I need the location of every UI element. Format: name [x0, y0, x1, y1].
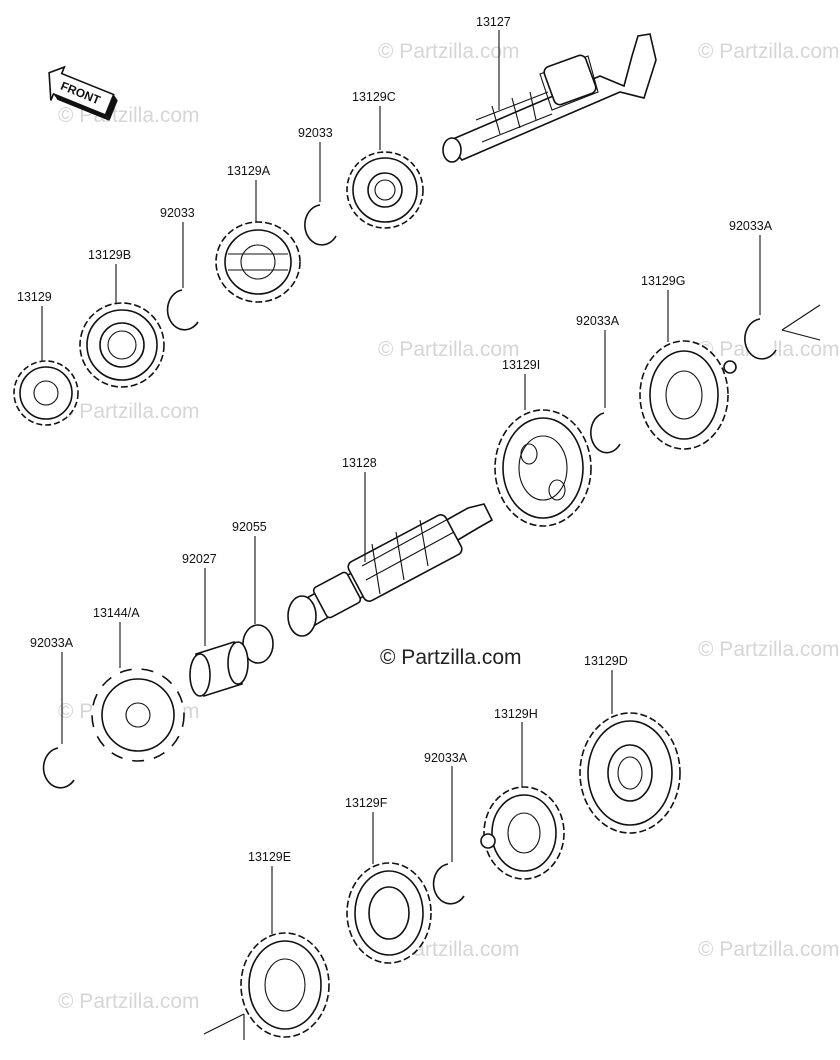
sprocket-13144A	[91, 668, 185, 762]
shaft-13127	[442, 33, 657, 163]
part-label-13128[interactable]: 13128	[342, 456, 377, 470]
shaft-13128	[287, 503, 494, 637]
gear-13129B	[79, 302, 165, 388]
part-label-13129C[interactable]: 13129C	[352, 90, 396, 104]
part-label-92033[interactable]: 92033	[298, 126, 333, 140]
circlip-92033A-right	[744, 318, 777, 360]
part-label-13127[interactable]: 13127	[476, 15, 511, 29]
part-label-92033A[interactable]: 92033A	[576, 314, 620, 328]
part-label-92033A[interactable]: 92033A	[424, 751, 468, 765]
circlip-92033A-low	[432, 863, 465, 905]
watermark: © Partzilla.com	[698, 938, 840, 961]
circlip-92033-top	[304, 204, 337, 246]
circlip-92033-mid	[166, 289, 199, 331]
part-label-13129F[interactable]: 13129F	[345, 796, 388, 810]
part-label-92033A[interactable]: 92033A	[729, 219, 773, 233]
watermark: © Partzilla.com	[378, 338, 520, 361]
leader-lines	[41, 30, 761, 934]
gear-13129I	[494, 409, 592, 527]
part-label-92033[interactable]: 92033	[160, 206, 195, 220]
watermark: © Partzilla.com	[698, 40, 840, 63]
watermark-main: © Partzilla.com	[380, 646, 522, 669]
gear-13129A	[215, 221, 301, 303]
part-label-13129I[interactable]: 13129I	[502, 358, 540, 372]
gear-13129H	[480, 786, 565, 880]
gear-13129C	[346, 151, 424, 229]
part-label-13129H[interactable]: 13129H	[494, 707, 538, 721]
gear-13129G	[639, 340, 737, 450]
circlip-92033A-mid	[590, 412, 621, 454]
gear-13129	[13, 360, 79, 426]
collar-92027	[189, 640, 249, 698]
watermark: © Partzilla.com	[698, 638, 840, 661]
part-label-13129E[interactable]: 13129E	[248, 850, 291, 864]
gear-13129D	[579, 712, 681, 834]
circlip-92033A-left	[42, 747, 75, 789]
watermark: © Partzilla.com	[58, 990, 200, 1013]
part-label-92055[interactable]: 92055	[232, 520, 267, 534]
part-label-13129D[interactable]: 13129D	[584, 654, 628, 668]
part-label-13129B[interactable]: 13129B	[88, 248, 131, 262]
gear-13129E	[240, 932, 330, 1038]
gear-13129F	[346, 862, 432, 964]
axis-guide-line	[781, 304, 821, 341]
watermark: © Partzilla.com	[58, 400, 200, 423]
axis-guide-line	[203, 1013, 245, 1040]
part-label-92033A[interactable]: 92033A	[30, 636, 74, 650]
part-label-13144A[interactable]: 13144/A	[93, 606, 140, 620]
part-label-92027[interactable]: 92027	[182, 552, 217, 566]
part-label-13129G[interactable]: 13129G	[641, 274, 685, 288]
part-labels: 13127 13129C 92033 13129A 92033 13129B 1…	[17, 15, 773, 864]
part-label-13129[interactable]: 13129	[17, 290, 52, 304]
watermark: © Partzilla.com	[378, 40, 520, 63]
part-label-13129A[interactable]: 13129A	[227, 164, 271, 178]
